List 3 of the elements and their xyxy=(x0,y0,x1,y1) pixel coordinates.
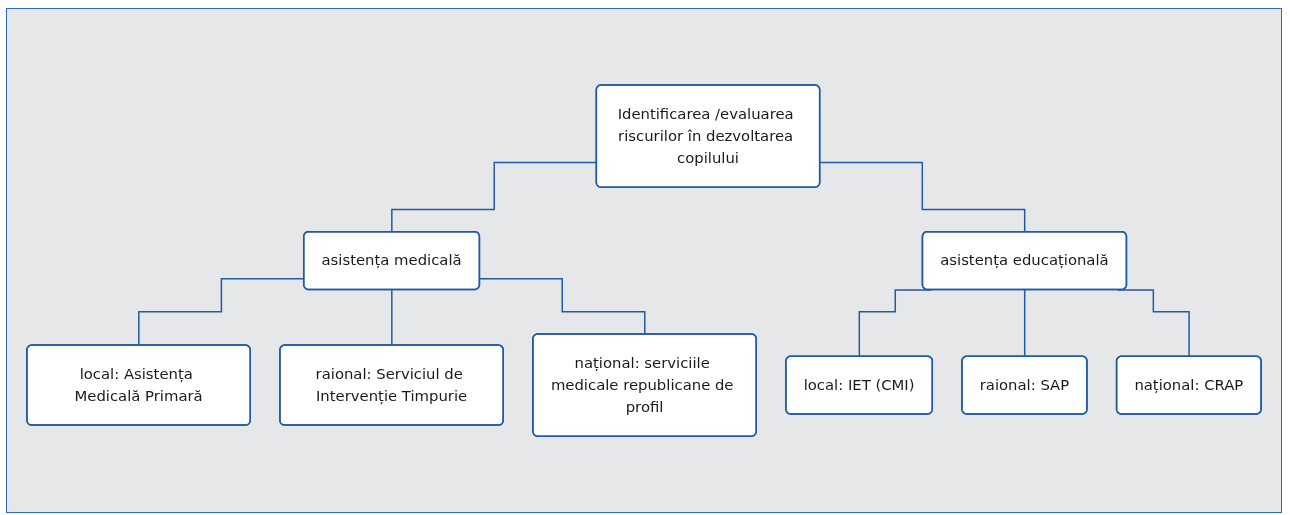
connector xyxy=(819,161,1026,233)
connector xyxy=(1023,289,1026,358)
connector xyxy=(1117,289,1191,358)
